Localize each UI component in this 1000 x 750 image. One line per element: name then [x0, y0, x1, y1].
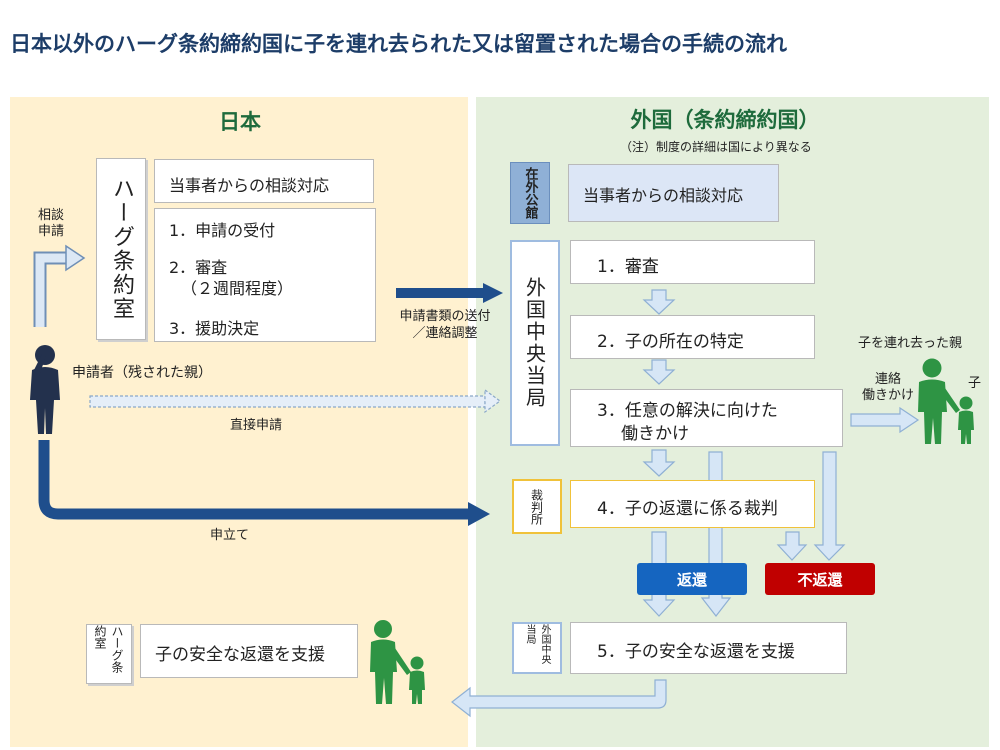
applicant-label: 申請者（残された親） — [72, 365, 212, 381]
japan-step-2: 2．審査 — [169, 258, 228, 277]
japan-step-3: 3．援助決定 — [169, 319, 260, 338]
foreign-step-5: 5．子の安全な返還を支援 — [570, 622, 847, 674]
support-hague-office-box: ハーグ条約室 — [86, 624, 132, 684]
direct-apply-label: 直接申請 — [230, 418, 283, 433]
foreign-step-3: 3．任意の解決に向けた — [597, 401, 778, 421]
foreign-note: （注）制度の詳細は国により異なる — [620, 140, 812, 154]
foreign-step-2: 2．子の所在の特定 — [570, 315, 815, 359]
foreign-consult-box: 当事者からの相談対応 — [568, 164, 779, 222]
foreign-step-1: 1．審査 — [570, 240, 815, 284]
court-step-4: 4．子の返還に係る裁判 — [570, 480, 815, 528]
petition-label: 申立て — [210, 528, 250, 543]
contact-label: 連絡 働きかけ — [861, 372, 914, 403]
consult-apply-label: 相談 申請 — [38, 208, 65, 239]
abductor-parent-child-icon — [918, 358, 974, 444]
japan-heading: 日本 — [219, 110, 261, 134]
embassy-box: 在外公館 — [510, 162, 550, 224]
transfer-label: 申請書類の送付 ／連絡調整 — [399, 309, 491, 341]
japan-support-return-box: 子の安全な返還を支援 — [140, 624, 358, 678]
returned-parent-child-icon — [370, 620, 425, 704]
foreign-step-3-cont: 働きかけ — [621, 424, 689, 444]
japan-step-1: 1．申請の受付 — [169, 221, 276, 240]
japan-step-2-duration: （２週間程度） — [181, 279, 294, 298]
japan-steps-box: 1．申請の受付 2．審査 （２週間程度） 3．援助決定 — [154, 208, 376, 342]
foreign-central-authority-small-box: 外国中央当局 — [512, 622, 562, 674]
abductor-label: 子を連れ去った親 — [858, 336, 963, 351]
foreign-step-3-box: 3．任意の解決に向けた 働きかけ — [570, 389, 843, 447]
applicant-person-icon — [30, 345, 60, 434]
court-box: 裁判所 — [512, 479, 562, 534]
child-label: 子 — [968, 376, 982, 391]
japan-consult-box: 当事者からの相談対応 — [154, 159, 374, 203]
foreign-central-authority-box: 外国中央当局 — [510, 240, 560, 446]
foreign-heading: 外国（条約締約国） — [630, 108, 820, 132]
no-return-badge: 不返還 — [765, 563, 875, 595]
page-title: 日本以外のハーグ条約締約国に子を連れ去られた又は留置された場合の手続の流れ — [10, 32, 787, 56]
hague-office-box: ハーグ条約室 — [96, 158, 146, 340]
return-badge: 返還 — [637, 563, 747, 595]
